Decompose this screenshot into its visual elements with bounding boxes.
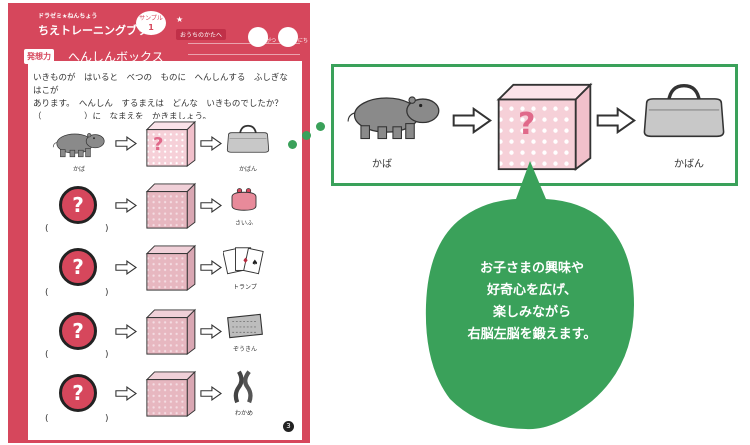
unknown-animal-circle: ? — [59, 312, 97, 350]
zoomed-after-label: かばん — [674, 159, 704, 170]
mystery-box-icon — [139, 308, 197, 356]
star-icon: ★ — [176, 15, 184, 24]
parent-note-ribbon: おうちのかたへ — [176, 29, 227, 40]
example-after-label: かばん — [239, 166, 258, 173]
day-label: にち — [298, 38, 309, 44]
answer-paren-open: ( — [45, 414, 49, 424]
section-title: へんしんボックス — [68, 50, 164, 64]
bag-icon — [225, 124, 271, 154]
arrow-right-icon — [200, 386, 222, 401]
bubble-line-3: 楽しみながら — [492, 305, 571, 320]
arrow-right-icon — [115, 386, 137, 401]
hippo-icon — [52, 128, 106, 158]
example-row: ? かば かばん — [37, 122, 292, 174]
answer-row: ? トランプ ( ) — [37, 244, 292, 298]
question-line-1: いきものが はいると べつの ものに へんしんする ふしぎな はこが — [33, 73, 297, 96]
seaweed-icon — [227, 370, 261, 404]
month-label: がつ — [266, 38, 277, 44]
bubble-line-1: お子さまの興味や — [479, 261, 584, 276]
arrow-right-icon — [596, 107, 636, 134]
answer-paren-close: ) — [105, 414, 109, 424]
sample-badge: サンプル 1 — [136, 11, 166, 35]
page-number: 3 — [283, 421, 294, 432]
example-question-mark: ? — [153, 134, 164, 155]
answer-row: ? ぞうきん ( ) — [37, 308, 292, 360]
answer-paren-close: ) — [105, 350, 109, 360]
series-line: ドラゼミ★ねんちょう — [38, 13, 98, 20]
zoomed-question-mark: ? — [518, 107, 536, 142]
answer-paren-open: ( — [45, 224, 49, 234]
row-after-label: さいふ — [235, 220, 254, 227]
bag-icon — [640, 83, 728, 139]
arrow-right-icon — [115, 136, 137, 151]
sample-label: サンプル — [139, 15, 163, 22]
arrow-right-icon — [200, 324, 222, 339]
connector-dot — [316, 122, 325, 131]
answer-paren-open: ( — [45, 288, 49, 298]
row-after-label: トランプ — [233, 284, 257, 291]
playing-cards-icon — [223, 244, 265, 278]
question-mark: ? — [72, 319, 84, 343]
unknown-animal-circle: ? — [59, 186, 97, 224]
hippo-icon — [346, 87, 442, 141]
arrow-right-icon — [115, 324, 137, 339]
answer-paren-close: ) — [105, 288, 109, 298]
connector-dot — [302, 131, 311, 140]
answer-paren-close: ) — [105, 224, 109, 234]
question-text: いきものが はいると べつの ものに へんしんする ふしぎな はこが あります。… — [33, 72, 297, 124]
bubble-text: お子さまの興味や 好奇心を広げ、 楽しみながら 右脳左脳を鍛えます。 — [452, 258, 612, 346]
unknown-animal-circle: ? — [59, 248, 97, 286]
answer-row: ? さいふ ( ) — [37, 182, 292, 234]
mystery-box-icon — [139, 120, 197, 168]
arrow-right-icon — [200, 260, 222, 275]
purse-icon — [229, 186, 259, 212]
day-circle — [278, 27, 298, 47]
row-after-label: わかめ — [235, 410, 254, 417]
question-mark: ? — [72, 255, 84, 279]
mystery-box-icon — [139, 370, 197, 418]
speech-bubble — [425, 161, 634, 430]
unknown-animal-circle: ? — [59, 374, 97, 412]
bubble-line-4: 右脳左脳を鍛えます。 — [467, 327, 597, 342]
brand-title: ちえトレーニングブック — [38, 24, 159, 37]
answer-paren-open: ( — [45, 350, 49, 360]
arrow-right-icon — [115, 260, 137, 275]
connector-dot — [288, 140, 297, 149]
answer-row: ? わかめ ( ) — [37, 370, 292, 424]
zoomed-before-label: かば — [372, 159, 392, 170]
question-mark: ? — [72, 193, 84, 217]
month-circle — [248, 27, 268, 47]
header-rule — [188, 43, 300, 55]
mystery-box-icon — [139, 182, 197, 230]
cleaning-rag-icon — [225, 312, 265, 340]
arrow-right-icon — [200, 136, 222, 151]
sample-number: 1 — [148, 23, 154, 32]
arrow-right-icon — [200, 198, 222, 213]
question-mark: ? — [72, 381, 84, 405]
example-before-label: かば — [73, 166, 86, 173]
question-line-3: （ ）に なまえを かきましょう。 — [33, 112, 211, 122]
section-tab: 発想力 — [24, 49, 54, 64]
mystery-box-icon — [139, 244, 197, 292]
arrow-right-icon — [115, 198, 137, 213]
row-after-label: ぞうきん — [233, 346, 258, 353]
question-line-2: あります。 へんしん するまえは どんな いきものでしたか？ — [33, 99, 283, 109]
bubble-line-2: 好奇心を広げ、 — [486, 283, 578, 298]
